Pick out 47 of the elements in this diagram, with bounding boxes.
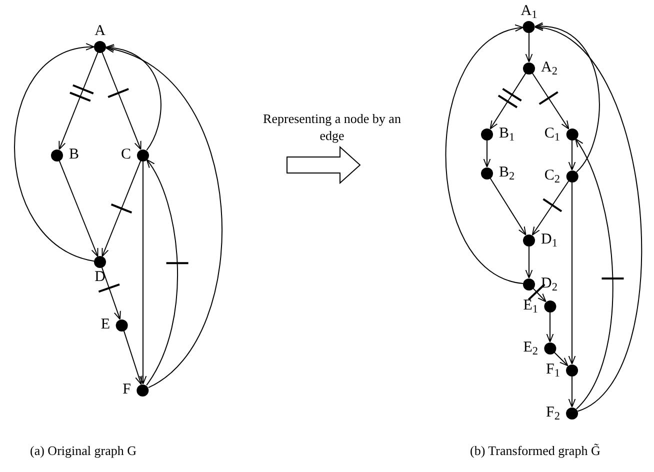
- arrow: [123, 330, 142, 385]
- arrow: [490, 72, 526, 130]
- arrow: [445, 26, 524, 284]
- node-label: F: [122, 382, 131, 398]
- arrow: [554, 352, 568, 366]
- arrow: [102, 52, 142, 150]
- node-label: C$_{1}$: [544, 126, 560, 142]
- node-label: E$_{1}$: [523, 298, 538, 314]
- arrow: [101, 267, 121, 320]
- arrow: [525, 246, 533, 278]
- arrow: [58, 160, 98, 257]
- arrow: [483, 140, 491, 168]
- arrow: [546, 312, 554, 342]
- node-label: F$_{2}$: [546, 406, 560, 420]
- arrow: [534, 26, 642, 412]
- node-label: A$_{2}$: [541, 60, 558, 76]
- subfigure-caption: (a) Original graph G: [30, 442, 136, 460]
- arrow: [525, 32, 533, 62]
- node-label: C$_{2}$: [544, 168, 560, 184]
- arrow: [146, 159, 178, 386]
- arrow: [102, 160, 142, 257]
- arrow: [58, 52, 98, 150]
- node-label: E: [100, 318, 110, 332]
- node-label: F$_{1}$: [546, 362, 560, 378]
- node-label: B: [69, 148, 80, 162]
- arrow: [568, 182, 576, 364]
- node-label: E$_{2}$: [523, 340, 538, 356]
- arrow: [532, 72, 570, 130]
- node-label: B$_{2}$: [499, 166, 515, 180]
- arrow: [139, 160, 147, 384]
- arrow: [568, 376, 576, 408]
- node-label: C: [120, 148, 131, 162]
- arrow: [568, 140, 576, 170]
- arrow: [105, 46, 222, 388]
- node-label: D$_{1}$: [541, 232, 558, 248]
- transform-note: Representing a node by an edge: [262, 110, 402, 144]
- arrow: [532, 180, 570, 236]
- arrow: [575, 138, 614, 410]
- arrow: [532, 288, 546, 302]
- arrow: [106, 44, 162, 151]
- arrow: [14, 44, 95, 262]
- node-label: B$_{1}$: [499, 126, 515, 142]
- node-label: A$_{1}$: [520, 4, 538, 19]
- arrow: [534, 23, 600, 172]
- subfigure-caption: (b) Transformed graph G̃: [470, 442, 600, 460]
- arrow: [490, 178, 526, 236]
- node-label: A: [94, 24, 106, 39]
